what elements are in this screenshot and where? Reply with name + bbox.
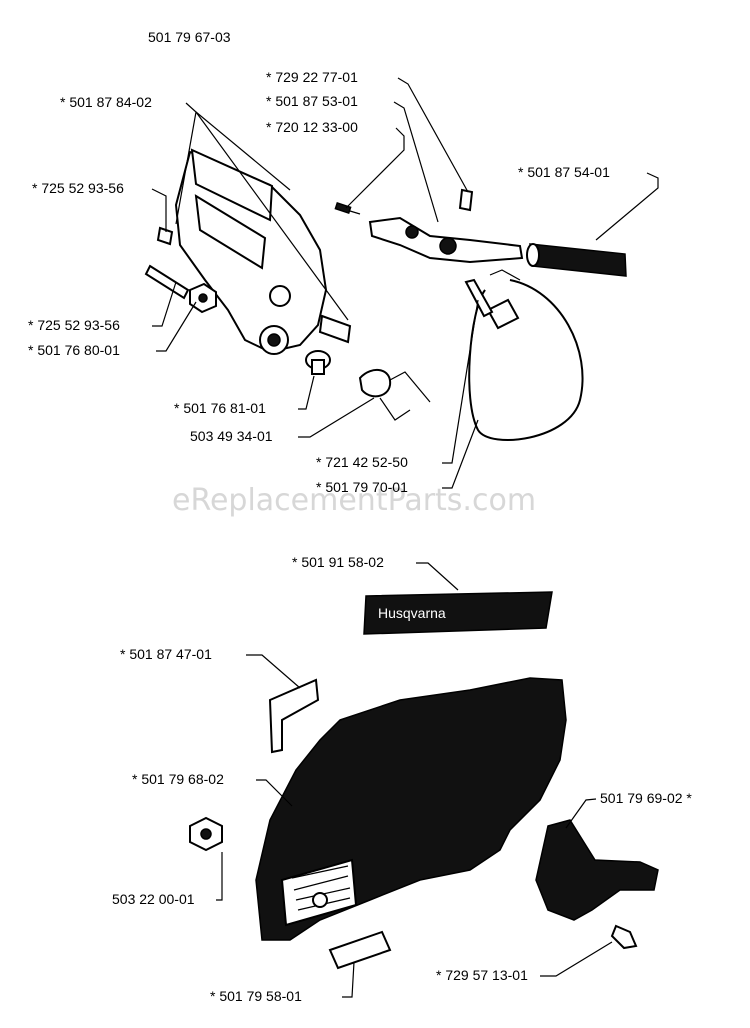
- brake-lever-assembly: [334, 188, 524, 264]
- handle-sleeve-501-87-54-01: [526, 243, 627, 277]
- screw-725-52-93-56-top: [156, 226, 174, 246]
- callout-labels: * 501 87 84-02 * 725 52 93-56 * 725 52 9…: [28, 69, 692, 1004]
- damper-501-79-58-01: [328, 930, 392, 970]
- callout-725-52-93-56-top: * 725 52 93-56: [32, 180, 124, 196]
- callout-503-49-34-01: 503 49 34-01: [190, 428, 273, 444]
- callout-501-87-53-01: * 501 87 53-01: [266, 93, 358, 109]
- watermark: eReplacementParts.com: [172, 483, 536, 518]
- callout-503-22-00-01: 503 22 00-01: [112, 891, 195, 907]
- callout-725-52-93-56: * 725 52 93-56: [28, 317, 120, 333]
- nut-501-76-80-01: [189, 282, 217, 314]
- callout-501-87-47-01: * 501 87 47-01: [120, 646, 212, 662]
- pin-bracket: [318, 314, 352, 344]
- leader-lines: [151, 77, 659, 998]
- callout-501-76-81-01: * 501 76 81-01: [174, 400, 266, 416]
- screw-725-52-93-56: [144, 264, 190, 300]
- callout-721-42-52-50: * 721 42 52-50: [316, 454, 408, 470]
- pin-721-42-52-50: [464, 278, 494, 318]
- bushing-501-76-81-01: [305, 350, 331, 375]
- decal-501-91-58-02: Husqvarna: [363, 591, 553, 635]
- callout-501-79-58-01: * 501 79 58-01: [210, 988, 302, 1004]
- callout-501-87-54-01: * 501 87 54-01: [518, 164, 610, 180]
- callout-720-12-33-00: * 720 12 33-00: [266, 119, 358, 135]
- callout-729-22-77-01: * 729 22 77-01: [266, 69, 358, 85]
- clutch-cover-501-79-68-02: [255, 677, 567, 941]
- cover-bracket-501-79-69-02: [535, 819, 659, 921]
- callout-501-91-58-02: * 501 91 58-02: [292, 554, 384, 570]
- husqvarna-logo: Husqvarna: [378, 605, 446, 621]
- spring-503-49-34-01: [358, 369, 431, 421]
- screw-729-57-13-01: [610, 924, 638, 950]
- callout-501-87-84-02: * 501 87 84-02: [60, 94, 152, 110]
- diagram-title: 501 79 67-03: [148, 29, 231, 45]
- callout-729-57-13-01: * 729 57 13-01: [436, 967, 528, 983]
- chain-brake-bracket: [174, 148, 328, 355]
- callout-501-76-80-01: * 501 76 80-01: [28, 342, 120, 358]
- callout-501-79-68-02: * 501 79 68-02: [132, 771, 224, 787]
- nut-503-22-00-01: [189, 816, 223, 852]
- brake-band-501-79-70-01: [468, 269, 584, 441]
- clip-501-87-47-01: [268, 678, 320, 754]
- callout-501-79-70-01: * 501 79 70-01: [316, 479, 408, 495]
- callout-501-79-69-02: 501 79 69-02 *: [600, 790, 692, 806]
